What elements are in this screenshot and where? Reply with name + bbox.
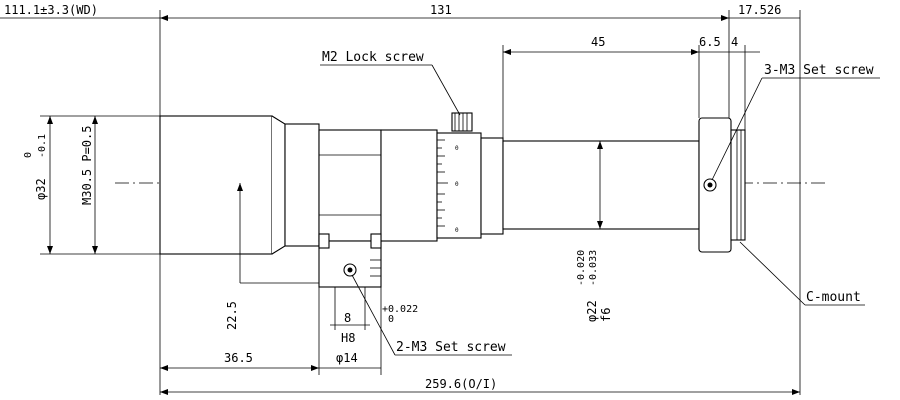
adapter-step — [480, 137, 504, 235]
dim-22-5: 22.5 — [225, 301, 239, 330]
dim-overall: 259.6(O/I) — [425, 377, 497, 391]
rear-tube — [380, 129, 438, 242]
callout-c-mount: C-mount — [806, 290, 861, 305]
dim-8: 8 — [344, 311, 351, 325]
dim-4: 4 — [731, 35, 738, 49]
dim-phi22-tol-upper: -0.020 — [576, 250, 587, 286]
front-barrel-taper — [271, 115, 286, 255]
dim-h8: H8 — [341, 331, 355, 345]
leader-lines — [320, 64, 880, 356]
c-mount-thread — [730, 129, 746, 241]
dim-tol-plus: +0.022 — [382, 304, 418, 315]
scale-mark-top: 0 — [455, 145, 459, 152]
dim-17526: 17.526 — [738, 3, 781, 17]
dim-phi32-tol-upper: 0 — [23, 152, 34, 158]
dim-36-5: 36.5 — [224, 351, 253, 365]
scale-mark-low: 0 — [455, 227, 459, 234]
dim-f6: f6 — [599, 308, 613, 322]
dim-phi22-tol-lower: -0.033 — [588, 250, 599, 286]
dim-45: 45 — [591, 35, 605, 49]
dim-6-5: 6.5 — [699, 35, 721, 49]
main-tube — [318, 129, 382, 242]
callout-m2-lock-screw: M2 Lock screw — [322, 50, 424, 65]
callout-3m3-set-screw: 3-M3 Set screw — [764, 63, 874, 78]
dim-phi14: φ14 — [336, 351, 358, 365]
focus-scale-ring — [436, 132, 482, 239]
scale-mark-mid: 0 — [455, 181, 459, 188]
rear-extension-tube — [502, 140, 700, 230]
mid-body — [284, 123, 320, 247]
dim-m30-5-thread: M30.5 P=0.5 — [80, 126, 94, 205]
dim-tol-zero: 0 — [388, 314, 394, 325]
dim-131: 131 — [430, 3, 452, 17]
dim-phi32-tol-lower: -0.1 — [37, 134, 48, 158]
lens-body: 0 0 0 — [159, 112, 746, 288]
dim-phi22: φ22 — [585, 300, 599, 322]
front-barrel — [159, 115, 273, 255]
working-distance-label: 111.1±3.3(WD) — [4, 3, 98, 17]
dimension-lines — [0, 10, 801, 395]
dim-phi32: φ32 — [34, 178, 48, 200]
callout-2m3-set-screw: 2-M3 Set screw — [396, 340, 506, 355]
